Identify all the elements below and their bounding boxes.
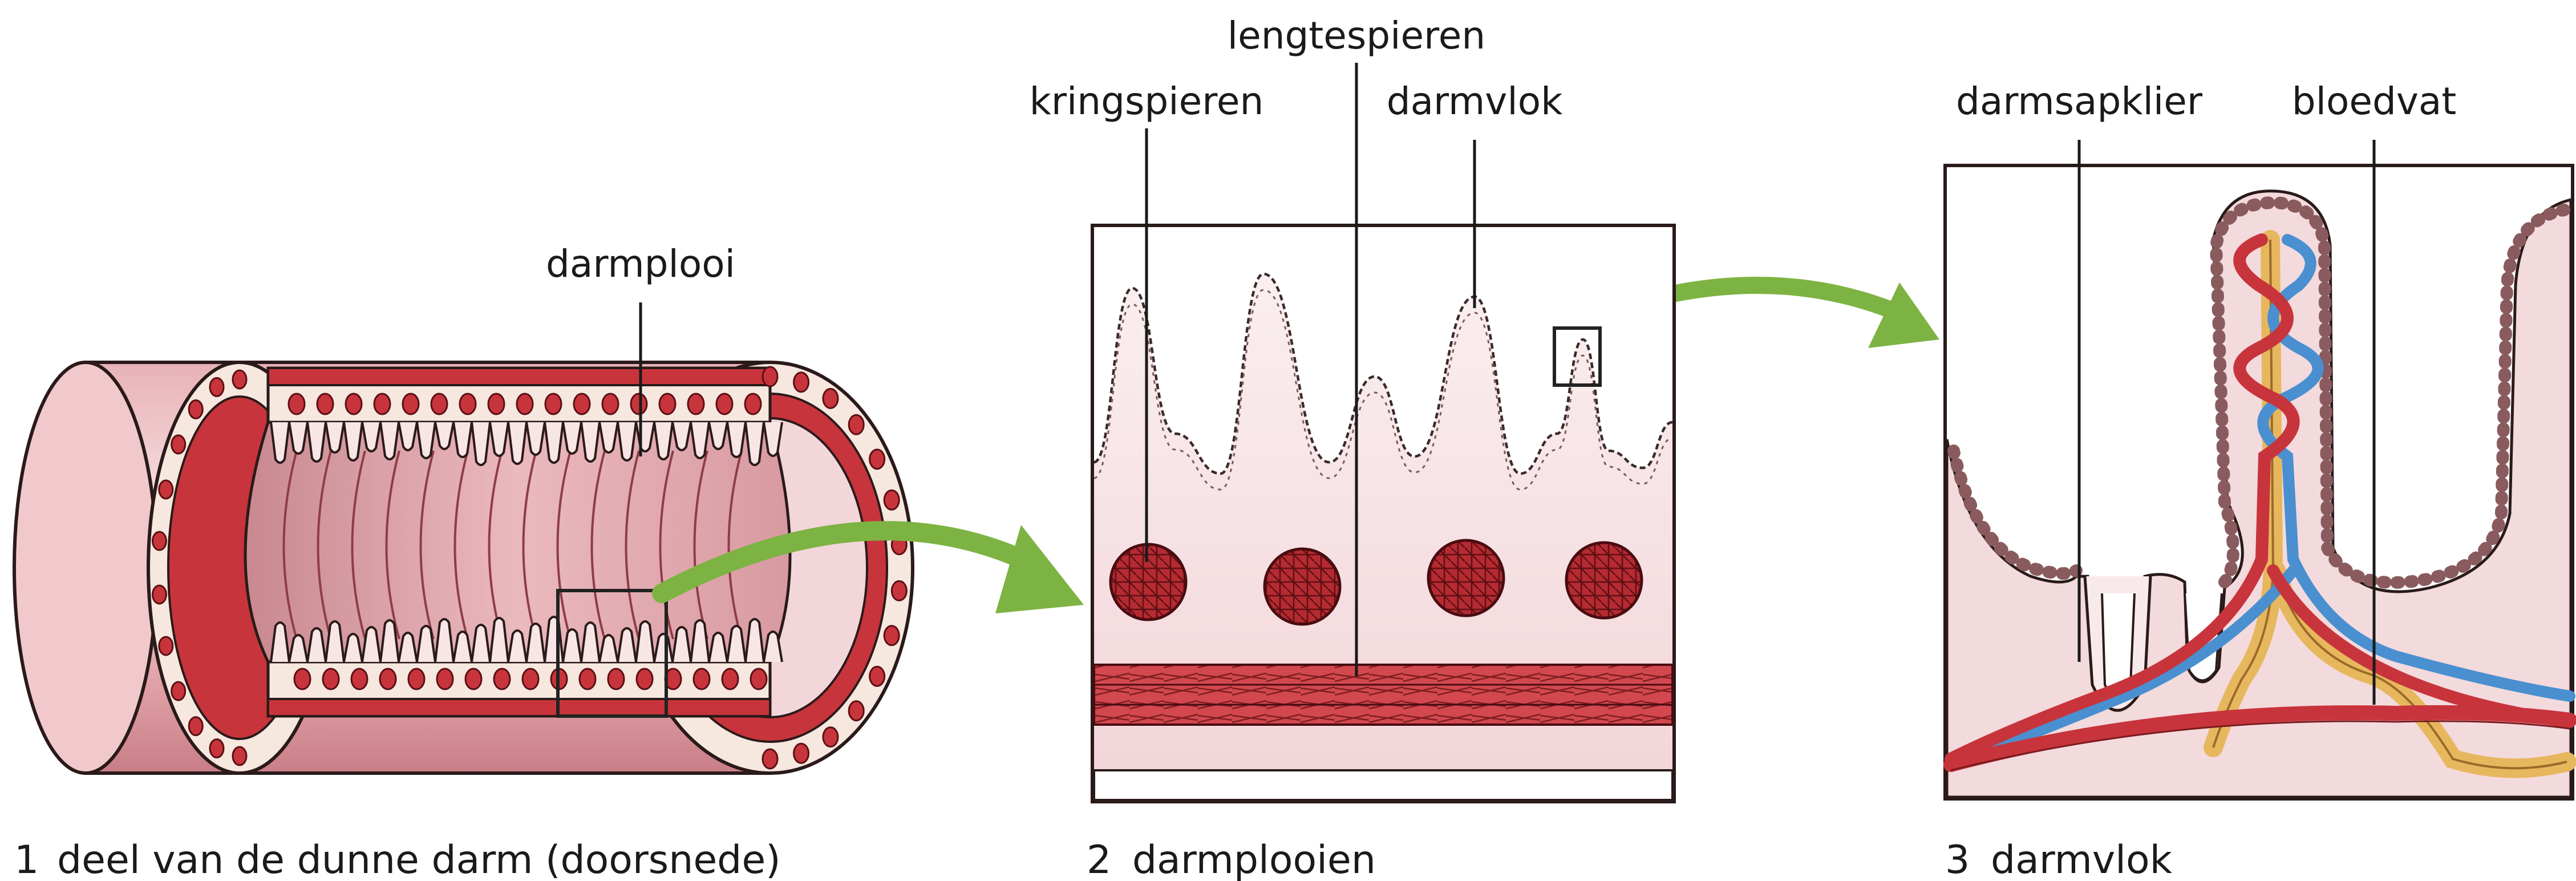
blood-vessel-dot <box>465 669 481 689</box>
caption-3-number: 3 <box>1945 838 1970 881</box>
blood-vessel-dot <box>688 394 704 414</box>
blood-vessel-dot <box>794 743 809 763</box>
blood-vessel-dot <box>460 394 476 414</box>
caption-1-number: 1 <box>14 838 39 881</box>
blood-vessel-dot <box>317 394 333 414</box>
blood-vessel-dot <box>849 415 864 434</box>
blood-vessel-dot <box>380 669 396 689</box>
blood-vessel-dot <box>189 717 202 735</box>
blood-vessel-dot <box>210 739 224 758</box>
blood-vessel-dot <box>849 701 864 721</box>
caption-3-text: darmvlok <box>1991 838 2173 881</box>
blood-vessel-dot <box>152 532 166 550</box>
blood-vessel-dot <box>374 394 390 414</box>
blood-vessel-dot <box>892 581 906 600</box>
blood-vessel-dot <box>631 394 647 414</box>
blood-vessel-dot <box>637 669 653 689</box>
label-bloedvat: bloedvat <box>2292 79 2457 123</box>
blood-vessel-dot <box>580 669 596 689</box>
caption-2-number: 2 <box>1087 838 1111 881</box>
blood-vessel-dot <box>494 669 510 689</box>
blood-vessel-dot <box>884 490 899 510</box>
muscle-bundle <box>1428 540 1504 616</box>
muscle-bundle <box>1111 544 1186 620</box>
blood-vessel-dot <box>172 682 185 700</box>
villus-panel <box>1945 165 2573 799</box>
blood-vessel-dot <box>574 394 590 414</box>
blood-vessel-dot <box>823 389 838 408</box>
blood-vessel-dot <box>794 373 809 392</box>
blood-vessel-dot <box>884 626 899 645</box>
blood-vessel-dot <box>745 394 761 414</box>
blood-vessel-dot <box>233 370 246 389</box>
blood-vessel-dot <box>408 669 424 689</box>
label-lengtespieren: lengtespieren <box>1228 14 1486 58</box>
blood-vessel-dot <box>608 669 624 689</box>
label-darmplooi: darmplooi <box>546 242 735 286</box>
blood-vessel-dot <box>403 394 419 414</box>
label-darmvlok: darmvlok <box>1387 79 1563 123</box>
blood-vessel-dot <box>289 394 305 414</box>
label-kringspieren: kringspieren <box>1030 79 1264 123</box>
blood-vessel-dot <box>602 394 618 414</box>
blood-vessel-dot <box>437 669 453 689</box>
blood-vessel-dot <box>870 450 885 469</box>
blood-vessel-dot <box>823 728 838 747</box>
blood-vessel-dot <box>517 394 533 414</box>
blood-vessel-dot <box>294 669 310 689</box>
blood-vessel-dot <box>351 669 367 689</box>
blood-vessel-dot <box>210 378 224 396</box>
blood-vessel-dot <box>233 747 246 765</box>
label-darmsapklier: darmsapklier <box>1956 79 2203 123</box>
intestine-cross-section <box>14 362 913 773</box>
blood-vessel-dot <box>716 394 732 414</box>
intestinal-folds-panel <box>1092 225 1674 802</box>
blood-vessel-dot <box>159 480 173 499</box>
blood-vessel-dot <box>722 669 738 689</box>
blood-vessel-dot <box>189 400 202 418</box>
blood-vessel-dot <box>751 669 767 689</box>
blood-vessel-dot <box>659 394 675 414</box>
blood-vessel-dot <box>694 669 710 689</box>
blood-vessel-dot <box>488 394 504 414</box>
blood-vessel-dot <box>323 669 339 689</box>
blood-vessel-dot <box>523 669 538 689</box>
blood-vessel-dot <box>346 394 362 414</box>
caption-2-text: darmplooien <box>1132 838 1376 881</box>
blood-vessel-dot <box>870 666 885 686</box>
blood-vessel-dot <box>763 749 777 769</box>
muscle-bundle <box>1265 549 1340 624</box>
caption-1-text: deel van de dunne darm (doorsnede) <box>57 838 781 881</box>
blood-vessel-dot <box>763 367 777 386</box>
blood-vessel-dot <box>152 585 166 604</box>
blood-vessel-dot <box>159 637 173 655</box>
blood-vessel-dot <box>545 394 561 414</box>
blood-vessel-dot <box>172 435 185 454</box>
muscle-bundle <box>1566 543 1642 618</box>
blood-vessel-dot <box>431 394 447 414</box>
longitudinal-muscle-band <box>1094 665 1672 725</box>
